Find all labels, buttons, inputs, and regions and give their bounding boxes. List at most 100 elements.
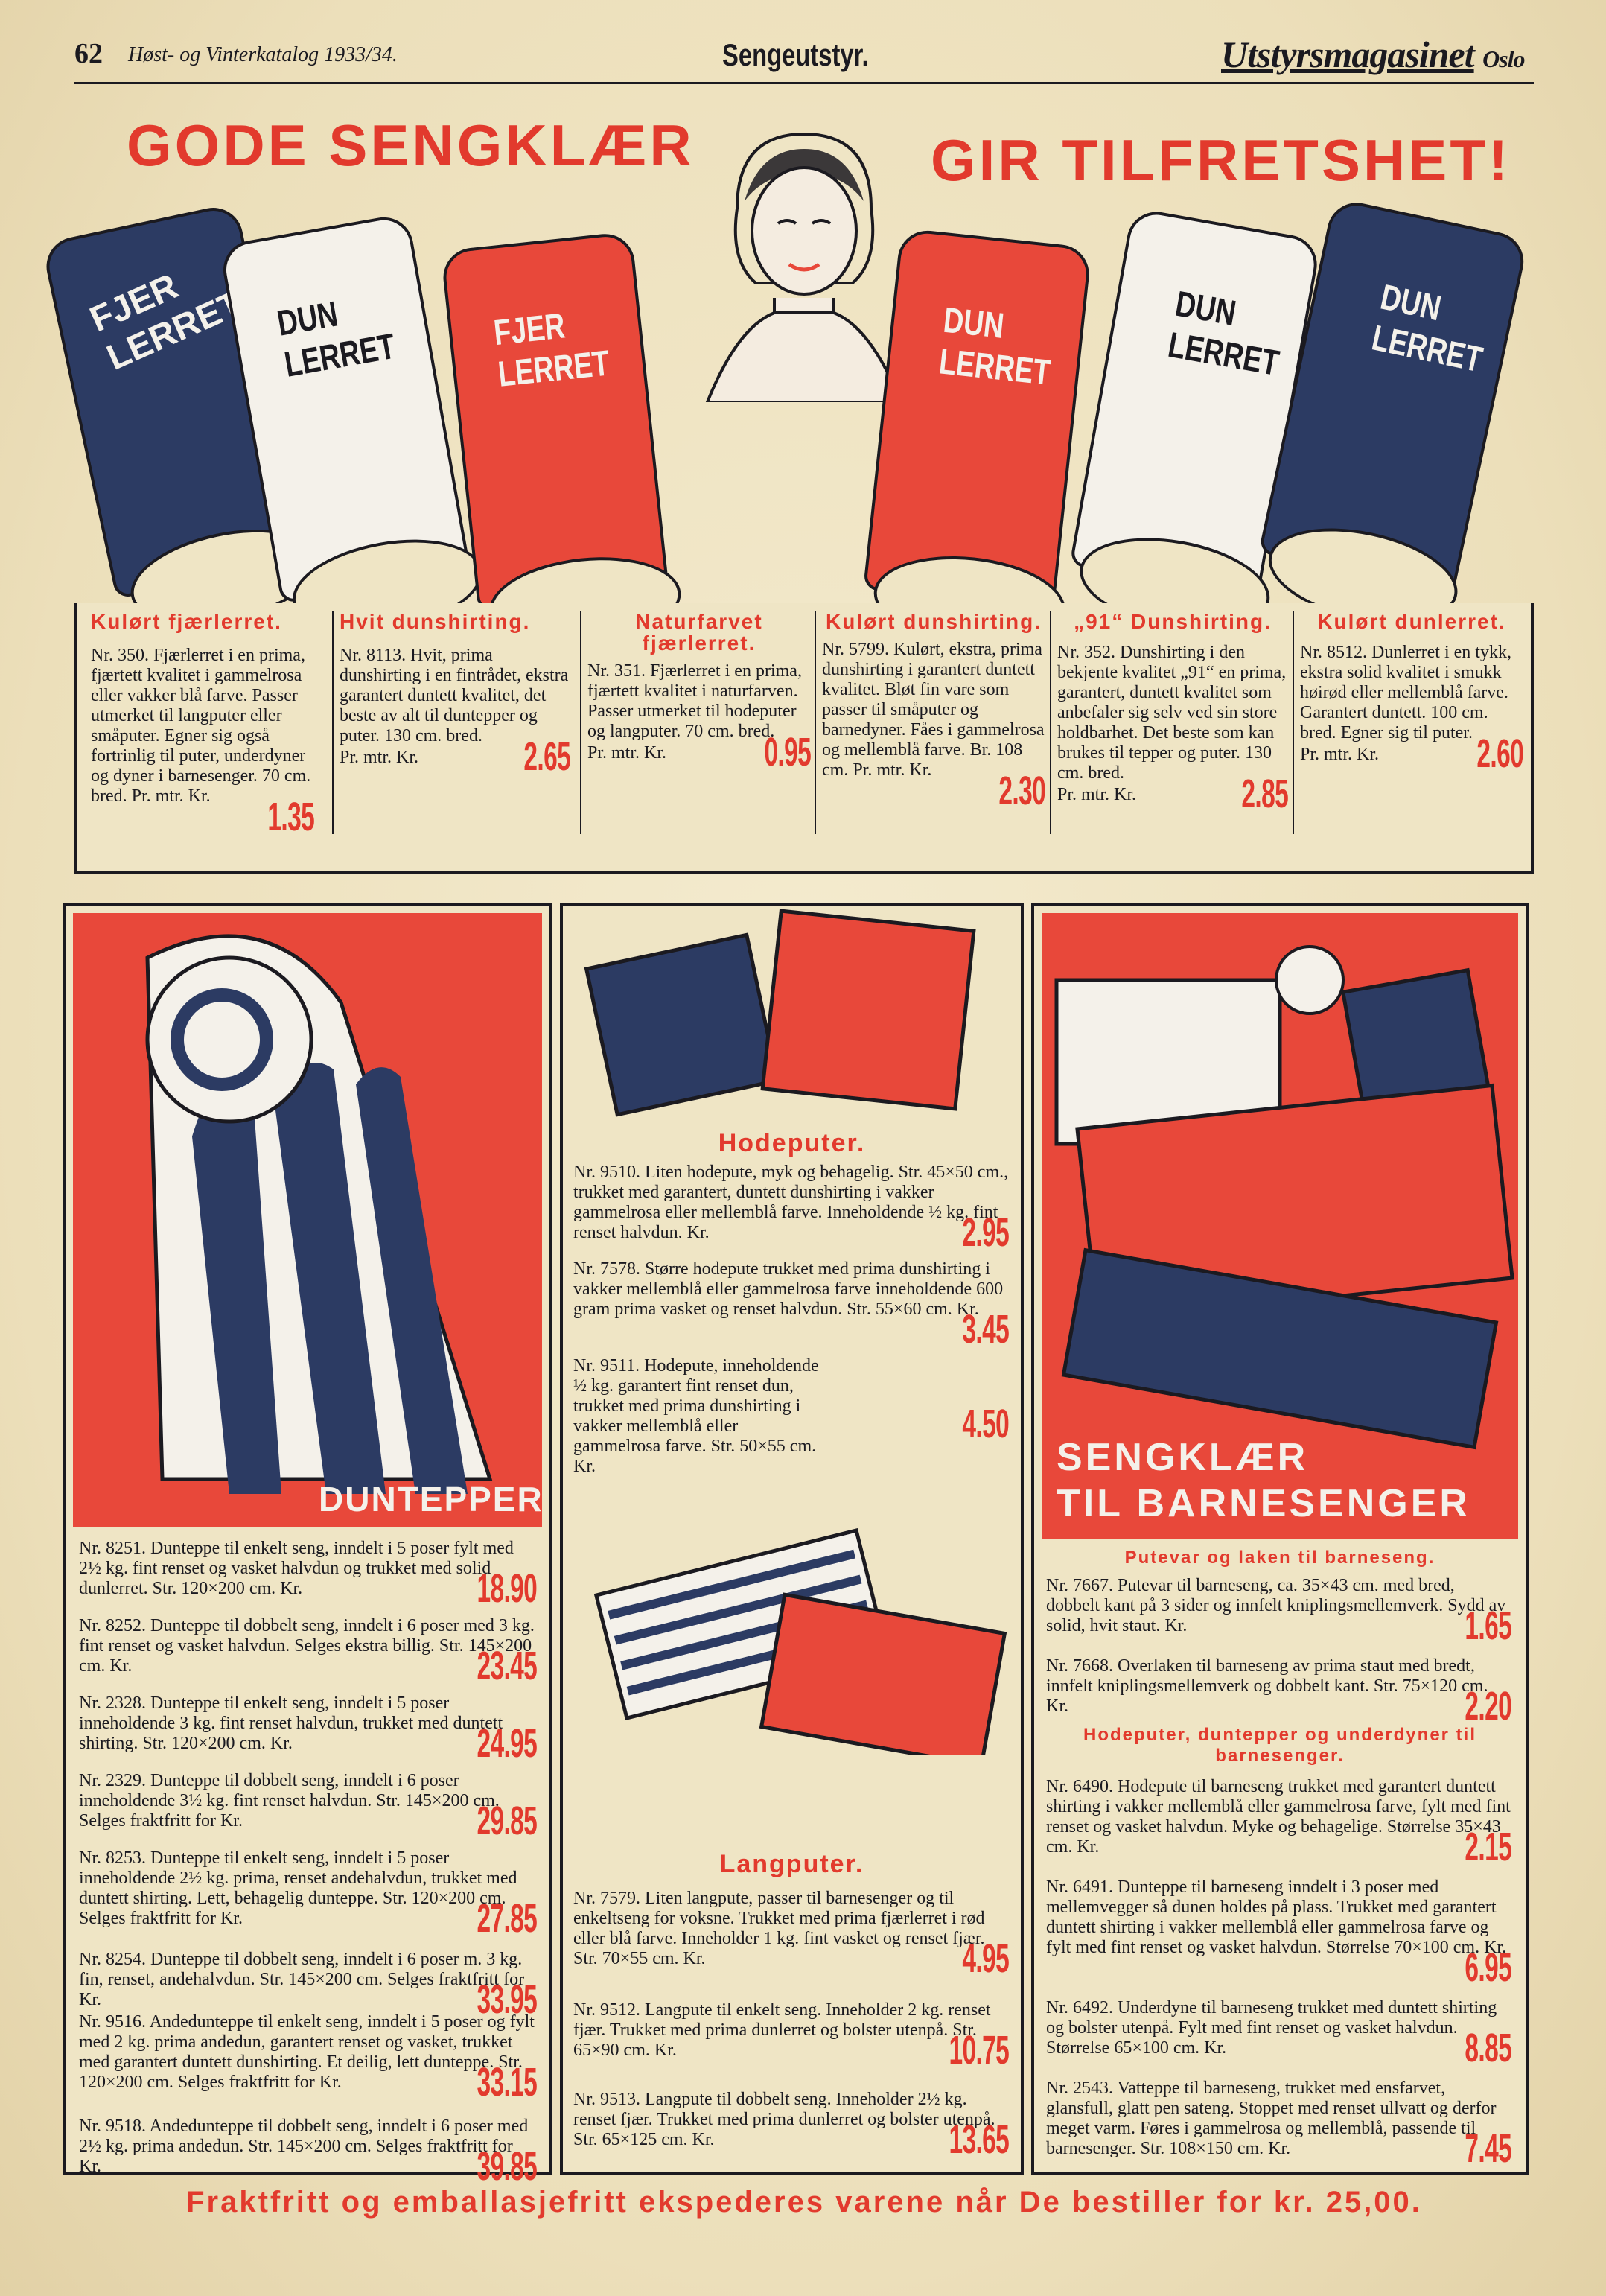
product-text: Nr. 9513. Langpute til dobbelt seng. Inn… xyxy=(573,2090,995,2149)
fabric-text: Nr. 350. Fjærlerret i en prima, fjærtett… xyxy=(91,646,311,806)
product-price: 8.85 xyxy=(1465,2026,1511,2070)
product-text: Nr. 9510. Liten hodepute, myk og behagel… xyxy=(573,1163,1009,1242)
roll-body xyxy=(863,227,1092,610)
product-item: Nr. 7579. Liten langpute, passer til bar… xyxy=(573,1889,1010,2000)
product-text: Nr. 7668. Overlaken til barneseng av pri… xyxy=(1046,1656,1488,1716)
fabric-price: 0.95 xyxy=(764,730,811,775)
product-text: Nr. 6490. Hodepute til barneseng trukket… xyxy=(1046,1777,1511,1857)
product-text: Nr. 6491. Dunteppe til barneseng inndelt… xyxy=(1046,1877,1507,1957)
fabric-title: Hvit dunshirting. xyxy=(340,610,531,633)
fabric-title: Kulørt dunlerret. xyxy=(1317,610,1506,633)
fabric-text: Nr. 352. Dunshirting i den bekjente kval… xyxy=(1057,643,1287,783)
product-item: Nr. 2543. Vatteppe til barneseng, trukke… xyxy=(1046,2079,1512,2179)
product-price: 2.15 xyxy=(1465,1825,1511,1869)
product-item: Nr. 9513. Langpute til dobbelt seng. Inn… xyxy=(573,2090,1010,2172)
product-item: Nr. 6490. Hodepute til barneseng trukket… xyxy=(1046,1777,1512,1877)
fabric-price: 1.35 xyxy=(267,795,314,839)
product-price: 33.15 xyxy=(477,2060,537,2105)
product-text: Nr. 7578. Større hodepute trukket med pr… xyxy=(573,1259,1004,1319)
fabric-col-2: Naturfarvet fjærlerret. Nr. 351. Fjærler… xyxy=(580,611,812,834)
fabric-col-1: Hvit dunshirting. Nr. 8113. Hvit, prima … xyxy=(332,610,571,834)
fabric-text: Nr. 351. Fjærlerret i en prima, fjærtett… xyxy=(587,661,802,741)
barnesenger-panel: SENGKLÆR TIL BARNESENGER Putevar og lake… xyxy=(1031,903,1529,2175)
barnesenger-title-2: TIL BARNESENGER xyxy=(1057,1482,1470,1525)
product-price: 1.65 xyxy=(1465,1603,1511,1648)
fabric-price: 2.60 xyxy=(1476,731,1523,776)
langpute-illustration xyxy=(593,1527,1007,1755)
fabric-text: Nr. 8113. Hvit, prima dunshirting i en f… xyxy=(340,646,569,745)
fabric-text: Nr. 8512. Dunlerret i en tykk, ekstra so… xyxy=(1300,643,1511,742)
fabric-col-4: „91“ Dunshirting. Nr. 352. Dunshirting i… xyxy=(1050,610,1289,834)
product-price: 39.85 xyxy=(477,2144,537,2189)
product-item: Nr. 2328. Dunteppe til enkelt seng, innd… xyxy=(79,1694,538,1771)
fabric-unit: Pr. mtr. Kr. xyxy=(1057,785,1137,804)
page-header: 62 Høst- og Vinterkatalog 1933/34. Senge… xyxy=(74,34,1534,84)
product-price: 29.85 xyxy=(477,1799,537,1843)
product-text: Nr. 6492. Underdyne til barneseng trukke… xyxy=(1046,1998,1497,2058)
product-price: 2.20 xyxy=(1465,1684,1511,1729)
barnesenger-heading: SENGKLÆR TIL BARNESENGER xyxy=(1057,1434,1470,1527)
banner-left: GODE SENGKLÆR xyxy=(127,112,695,178)
footer-note: Fraktfritt og emballasjefritt ekspederes… xyxy=(186,2186,1422,2219)
fabric-col-5: Kulørt dunlerret. Nr. 8512. Dunlerret i … xyxy=(1293,610,1524,834)
product-text: Nr. 8251. Dunteppe til enkelt seng, innd… xyxy=(79,1539,514,1598)
product-price: 7.45 xyxy=(1465,2126,1511,2171)
product-text: Nr. 8252. Dunteppe til dobbelt seng, inn… xyxy=(79,1616,535,1676)
product-price: 3.45 xyxy=(962,1307,1009,1352)
fabric-price: 2.65 xyxy=(523,734,570,779)
product-item: Nr. 2329. Dunteppe til dobbelt seng, inn… xyxy=(79,1771,538,1848)
fabric-price: 2.85 xyxy=(1241,772,1288,816)
duntepper-label: DUNTEPPER xyxy=(319,1480,542,1519)
langputer-list: Nr. 7579. Liten langpute, passer til bar… xyxy=(573,1889,1010,2172)
product-price: 24.95 xyxy=(477,1721,537,1766)
product-text: Nr. 8254. Dunteppe til dobbelt seng, inn… xyxy=(79,1950,525,2009)
crib-illustration xyxy=(1054,945,1514,1450)
woman-illustration xyxy=(705,132,903,402)
product-price: 27.85 xyxy=(477,1896,537,1941)
barnesenger-art: SENGKLÆR TIL BARNESENGER xyxy=(1042,913,1518,1539)
duntepper-art: DUNTEPPER xyxy=(73,913,542,1527)
pillows-illustration xyxy=(584,909,976,1117)
hodeputer-list: Nr. 9510. Liten hodepute, myk og behagel… xyxy=(573,1163,1010,1476)
fabric-title: Kulørt fjærlerret. xyxy=(91,610,282,633)
product-price: 4.95 xyxy=(962,1936,1009,1981)
fabric-text: Nr. 5799. Kulørt, ekstra, prima dunshirt… xyxy=(822,640,1045,780)
product-item: Nr. 8252. Dunteppe til dobbelt seng, inn… xyxy=(79,1616,538,1694)
brand-name: Utstyrsmagasinet xyxy=(1221,34,1475,75)
product-text: Nr. 2543. Vatteppe til barneseng, trukke… xyxy=(1046,2079,1497,2158)
fabric-col-3: Kulørt dunshirting. Nr. 5799. Kulørt, ek… xyxy=(815,610,1046,834)
fabric-unit: Pr. mtr. Kr. xyxy=(340,748,419,767)
fabric-title: Kulørt dunshirting. xyxy=(826,610,1042,633)
section-title: Sengeutstyr. xyxy=(722,37,869,72)
fabric-unit: Pr. mtr. Kr. xyxy=(587,743,667,763)
product-item: Nr. 8251. Dunteppe til enkelt seng, innd… xyxy=(79,1539,538,1616)
product-item: Nr. 7668. Overlaken til barneseng av pri… xyxy=(1046,1656,1512,1729)
product-price: 6.95 xyxy=(1465,1945,1511,1990)
product-item: Nr. 9511. Hodepute, inneholdende ½ kg. g… xyxy=(573,1356,819,1476)
product-price: 2.95 xyxy=(962,1210,1009,1255)
product-item: Nr. 7667. Putevar til barneseng, ca. 35×… xyxy=(1046,1576,1512,1656)
rolled-quilt-illustration xyxy=(145,934,493,1494)
product-text: Nr. 9511. Hodepute, inneholdende ½ kg. g… xyxy=(573,1356,819,1476)
barnesenger-list-a: Nr. 7667. Putevar til barneseng, ca. 35×… xyxy=(1046,1576,1512,1729)
banner-right: GIR TILFRETSHET! xyxy=(931,127,1511,193)
product-item: Nr. 7578. Større hodepute trukket med pr… xyxy=(573,1259,1010,1356)
roll-body xyxy=(440,231,670,613)
product-price: 10.75 xyxy=(949,2028,1009,2073)
page-number: 62 xyxy=(74,38,103,69)
brand-logo: Utstyrsmagasinet Oslo xyxy=(1221,33,1526,76)
product-price: 13.65 xyxy=(949,2117,1009,2162)
product-item: Nr. 9512. Langpute til enkelt seng. Inne… xyxy=(573,2000,1010,2090)
duntepper-panel: DUNTEPPER Nr. 8251. Dunteppe til enkelt … xyxy=(63,903,552,2189)
barnesenger-title-1: SENGKLÆR xyxy=(1057,1436,1309,1479)
product-item: Nr. 6491. Dunteppe til barneseng inndelt… xyxy=(1046,1877,1512,1998)
product-text: Nr. 8253. Dunteppe til enkelt seng, innd… xyxy=(79,1848,517,1928)
fabric-title: „91“ Dunshirting. xyxy=(1074,610,1272,633)
product-text: Nr. 7579. Liten langpute, passer til bar… xyxy=(573,1889,985,1968)
product-text: Nr. 9518. Andedunteppe til dobbelt seng,… xyxy=(79,2117,529,2176)
